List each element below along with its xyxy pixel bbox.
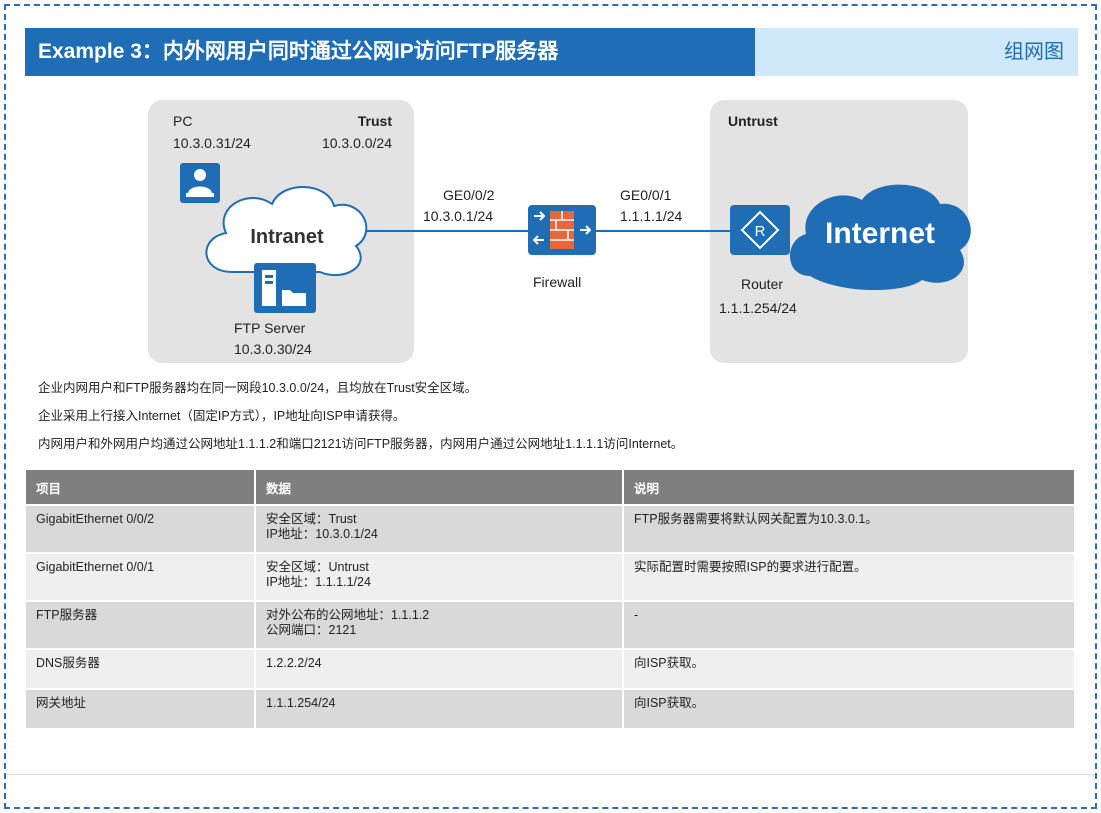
page-title: Example 3：内外网用户同时通过公网IP访问FTP服务器 bbox=[25, 28, 755, 76]
intranet-label: Intranet bbox=[250, 226, 324, 248]
cell-item: FTP服务器 bbox=[26, 600, 256, 648]
cell-data: 对外公布的公网地址：1.1.1.2 公网端口：2121 bbox=[256, 600, 624, 648]
cell-item: DNS服务器 bbox=[26, 648, 256, 688]
table-row: GigabitEthernet 0/0/1 安全区域：Untrust IP地址：… bbox=[26, 552, 1076, 600]
cell-note: 向ISP获取。 bbox=[624, 648, 1076, 688]
pc-label: PC bbox=[173, 113, 192, 129]
table-header-row: 项目 数据 说明 bbox=[26, 470, 1076, 504]
cell-note: - bbox=[624, 600, 1076, 648]
cell-data-line: 安全区域：Trust bbox=[266, 512, 357, 526]
cell-item: GigabitEthernet 0/0/1 bbox=[26, 552, 256, 600]
trust-subnet: 10.3.0.0/24 bbox=[322, 135, 392, 151]
internet-label: Internet bbox=[825, 217, 935, 250]
column-header-item: 项目 bbox=[26, 470, 256, 504]
cell-data-line: 对外公布的公网地址：1.1.1.2 bbox=[266, 608, 430, 622]
cell-data-line: 安全区域：Untrust bbox=[266, 560, 369, 574]
table-row: 网关地址 1.1.1.254/24 向ISP获取。 bbox=[26, 688, 1076, 728]
cell-item: GigabitEthernet 0/0/2 bbox=[26, 504, 256, 552]
ge002-ip: 10.3.0.1/24 bbox=[423, 208, 493, 224]
cell-data: 1.2.2.2/24 bbox=[256, 648, 624, 688]
ge001-ip: 1.1.1.1/24 bbox=[620, 208, 682, 224]
cell-data-line: 1.2.2.2/24 bbox=[266, 656, 322, 670]
firewall-icon bbox=[528, 205, 596, 255]
network-topology-diagram: Intranet R Internet PC bbox=[148, 100, 971, 363]
trust-zone-label: Trust bbox=[358, 113, 393, 129]
cell-note: FTP服务器需要将默认网关配置为10.3.0.1。 bbox=[624, 504, 1076, 552]
router-ip: 1.1.1.254/24 bbox=[719, 300, 797, 316]
ge001-name: GE0/0/1 bbox=[620, 187, 672, 203]
bottom-divider bbox=[6, 774, 1095, 775]
column-header-data: 数据 bbox=[256, 470, 624, 504]
cell-note: 实际配置时需要按照ISP的要求进行配置。 bbox=[624, 552, 1076, 600]
ftp-server-icon bbox=[254, 263, 316, 313]
topology-tag: 组网图 bbox=[755, 28, 1078, 76]
pc-ip: 10.3.0.31/24 bbox=[173, 135, 251, 151]
dashed-frame bbox=[4, 4, 1097, 809]
ftp-server-ip: 10.3.0.30/24 bbox=[234, 341, 312, 357]
description-line: 企业内网用户和FTP服务器均在同一网段10.3.0.0/24，且均放在Trust… bbox=[38, 381, 478, 395]
cell-data-line: 1.1.1.254/24 bbox=[266, 696, 336, 710]
description-line: 企业采用上行接入Internet（固定IP方式），IP地址向ISP申请获得。 bbox=[38, 409, 406, 423]
ftp-server-label: FTP Server bbox=[234, 320, 306, 336]
cell-item: 网关地址 bbox=[26, 688, 256, 728]
router-icon: R bbox=[730, 205, 790, 255]
table-row: GigabitEthernet 0/0/2 安全区域：Trust IP地址：10… bbox=[26, 504, 1076, 552]
table-row: DNS服务器 1.2.2.2/24 向ISP获取。 bbox=[26, 648, 1076, 688]
ge002-name: GE0/0/2 bbox=[443, 187, 495, 203]
config-table: 项目 数据 说明 GigabitEthernet 0/0/2 安全区域：Trus… bbox=[26, 470, 1076, 728]
cell-data: 1.1.1.254/24 bbox=[256, 688, 624, 728]
svg-text:R: R bbox=[755, 223, 766, 240]
router-label: Router bbox=[741, 276, 783, 292]
description-line: 内网用户和外网用户均通过公网地址1.1.1.2和端口2121访问FTP服务器，内… bbox=[38, 437, 684, 451]
firewall-label: Firewall bbox=[533, 274, 581, 290]
untrust-zone-label: Untrust bbox=[728, 113, 778, 129]
pc-user-icon bbox=[180, 163, 220, 203]
intranet-cloud-icon bbox=[205, 186, 368, 277]
internet-cloud-icon bbox=[789, 184, 971, 291]
cell-data: 安全区域：Trust IP地址：10.3.0.1/24 bbox=[256, 504, 624, 552]
cell-data-line: IP地址：1.1.1.1/24 bbox=[266, 575, 371, 589]
cell-data-line: IP地址：10.3.0.1/24 bbox=[266, 527, 378, 541]
cell-data-line: 公网端口：2121 bbox=[266, 623, 357, 637]
table-row: FTP服务器 对外公布的公网地址：1.1.1.2 公网端口：2121 - bbox=[26, 600, 1076, 648]
cell-note: 向ISP获取。 bbox=[624, 688, 1076, 728]
cell-data: 安全区域：Untrust IP地址：1.1.1.1/24 bbox=[256, 552, 624, 600]
column-header-note: 说明 bbox=[624, 470, 1076, 504]
